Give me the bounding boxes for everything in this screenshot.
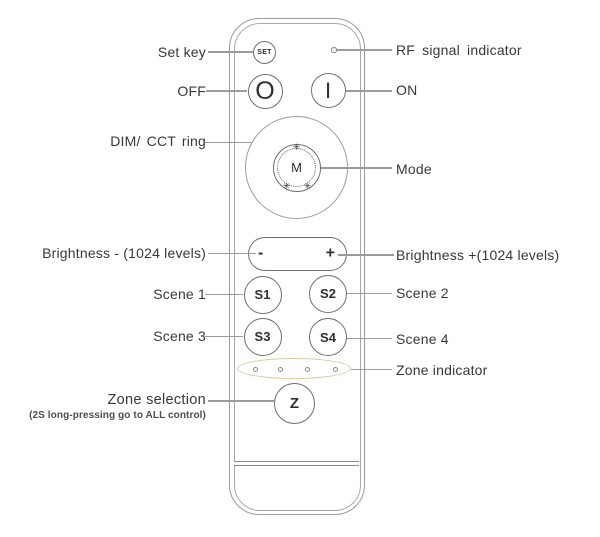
leader-line-rf-signal xyxy=(336,49,392,51)
zone-indicator-led-1 xyxy=(252,366,258,372)
leader-line-scene-3 xyxy=(205,335,243,338)
zone-indicator-highlight xyxy=(237,358,351,379)
scene-4-button[interactable]: S4 xyxy=(309,318,347,356)
leader-line-off xyxy=(206,90,247,92)
off-button[interactable]: O xyxy=(247,73,283,109)
label-scene-2: Scene 2 xyxy=(396,285,449,301)
leader-line-dim-cct xyxy=(205,141,252,144)
label-brightness-minus: Brightness - (1024 levels) xyxy=(42,245,206,261)
brightness-rocker[interactable]: - + xyxy=(248,237,347,271)
label-set-key: Set key xyxy=(157,44,206,60)
zone-indicator-led-4 xyxy=(332,366,338,372)
dial-mark-top-icon: ✳ xyxy=(292,142,301,152)
label-mode: Mode xyxy=(396,160,432,177)
leader-line-scene-1 xyxy=(205,293,243,296)
brightness-minus-button[interactable]: - xyxy=(258,244,264,262)
set-button[interactable]: SET xyxy=(253,41,276,64)
zone-indicator-led-3 xyxy=(304,366,310,372)
dial-mark-bottom-left-icon: ✳ xyxy=(282,181,291,191)
scene-1-button[interactable]: S1 xyxy=(243,275,282,314)
leader-line-on xyxy=(345,90,392,92)
leader-line-zone-indicator xyxy=(351,368,392,371)
label-dim-cct-ring: DIM/ CCT ring xyxy=(110,133,206,149)
label-rf-signal-indicator: RF signal indicator xyxy=(396,41,522,58)
mode-button[interactable]: M xyxy=(272,143,321,192)
label-scene-1: Scene 1 xyxy=(153,286,206,302)
label-zone-selection: Zone selection xyxy=(107,392,206,408)
battery-cover-seam xyxy=(234,461,359,466)
on-button[interactable]: I xyxy=(310,73,346,108)
label-scene-4: Scene 4 xyxy=(396,331,449,347)
leader-line-brightness-minus xyxy=(208,252,256,255)
zone-indicator-led-2 xyxy=(277,366,283,372)
label-zone-selection-block: Zone selection (2S long-pressing go to A… xyxy=(29,392,206,421)
label-on: ON xyxy=(396,82,418,98)
label-off: OFF xyxy=(177,82,206,99)
label-brightness-plus: Brightness +(1024 levels) xyxy=(396,247,560,263)
zone-selection-button[interactable]: Z xyxy=(274,382,315,424)
leader-line-set-key xyxy=(208,51,253,53)
label-zone-indicator: Zone indicator xyxy=(396,361,488,378)
leader-line-scene-4 xyxy=(347,337,392,340)
scene-3-button[interactable]: S3 xyxy=(243,317,282,356)
leader-line-brightness-plus xyxy=(338,254,394,256)
leader-line-zone-selection xyxy=(208,400,274,402)
leader-line-mode xyxy=(320,167,392,169)
label-scene-3: Scene 3 xyxy=(153,328,206,344)
rf-signal-indicator-led xyxy=(331,47,337,53)
label-zone-selection-note: (2S long-pressing go to ALL control) xyxy=(29,410,206,421)
brightness-plus-button[interactable]: + xyxy=(325,244,335,262)
leader-line-scene-2 xyxy=(347,292,392,295)
dial-mark-bottom-right-icon: ✳ xyxy=(303,180,312,191)
remote-body-inner-outline xyxy=(233,22,361,511)
scene-2-button[interactable]: S2 xyxy=(309,274,347,313)
